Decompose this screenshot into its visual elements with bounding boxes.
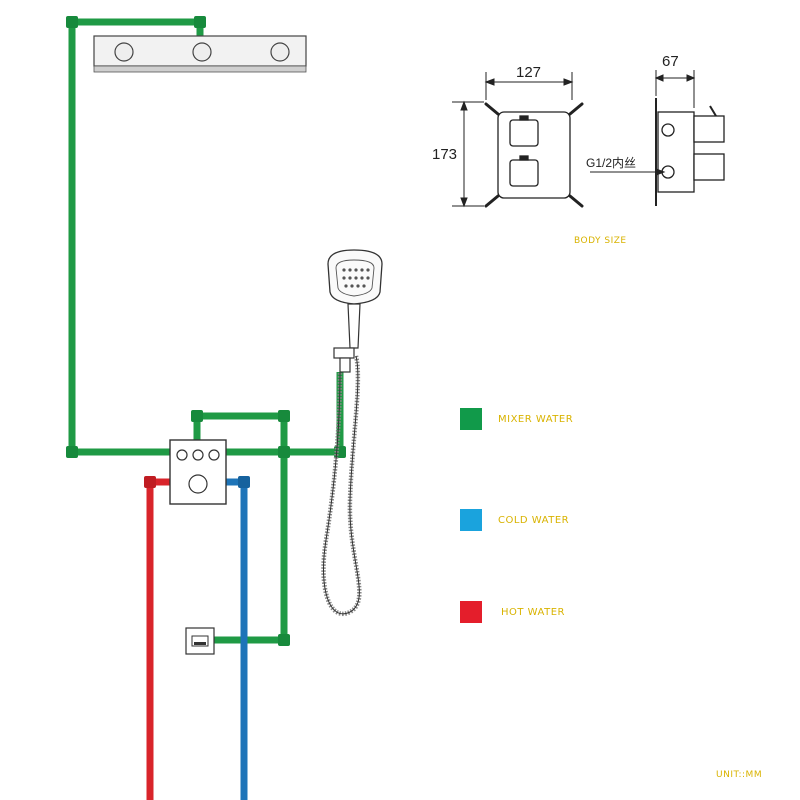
unit-caption: UNIT::MM (716, 770, 763, 780)
body-size-caption: BODY SIZE (574, 236, 627, 246)
mixer-water-swatch (460, 408, 482, 430)
width-dimension-label: 127 (516, 64, 542, 81)
wall-outlet-icon (185, 627, 215, 655)
cold-water-label: COLD WATER (498, 515, 570, 526)
mixer-pipe-joints (66, 16, 346, 646)
hot-water-pipe (146, 478, 172, 800)
thread-pointer-arrow (590, 168, 666, 176)
thermostatic-valve-icon (169, 439, 227, 505)
hot-water-label: HOT WATER (501, 607, 565, 618)
width-dimension-line (484, 72, 574, 100)
mixer-water-pipes (68, 18, 344, 644)
rain-shower-head-icon (93, 35, 307, 73)
depth-dimension-label: 67 (662, 53, 679, 70)
depth-dimension-line (654, 70, 696, 108)
height-dimension-line (452, 100, 484, 208)
cold-pipe-joint (238, 476, 250, 488)
hand-shower-icon (321, 249, 383, 616)
thread-size-label: G1/2内丝 (586, 156, 637, 170)
body-front-view (484, 102, 584, 208)
hot-pipe-joint (144, 476, 156, 488)
body-side-view (655, 98, 725, 206)
cold-water-swatch (460, 509, 482, 531)
mixer-water-label: MIXER WATER (498, 414, 574, 425)
hot-water-swatch (460, 601, 482, 623)
height-dimension-label: 173 (432, 146, 458, 163)
